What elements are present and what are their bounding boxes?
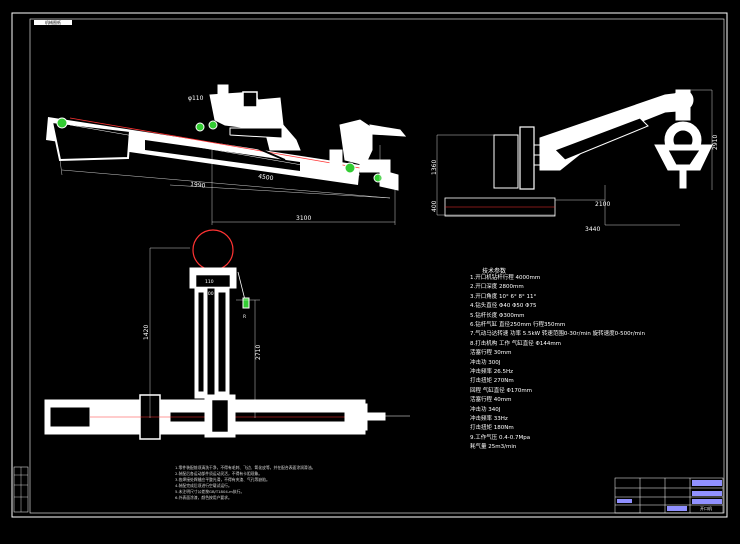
spec-line: 打击扭矩 180Nm <box>470 425 514 432</box>
note-line: 5.未注明尺寸公差按GB/T1804-m执行。 <box>175 489 245 494</box>
spec-line: 7.气动马达转速 功率 5.5kW 转速范围0-30r/min 旋转速度0-50… <box>470 331 646 338</box>
dim-110: 110 <box>205 279 214 285</box>
inner-frame <box>29 18 725 514</box>
dim-3440: 3440 <box>585 226 600 233</box>
note-line: 6.外表面涂漆，颜色按用户要求。 <box>175 495 232 500</box>
side-view-drill <box>46 84 407 191</box>
spec-line: 冲击功 300J <box>470 359 501 366</box>
spec-line: 5.钻杆长度 Φ300mm <box>470 312 525 319</box>
dim-r: R <box>243 314 246 320</box>
spec-line: 8.打击机构 工作 气缸直径 Φ144mm <box>470 340 562 347</box>
dim-phi110: φ110 <box>188 95 204 102</box>
top-view-dimensions <box>149 247 260 418</box>
spec-line: 活塞行程 30mm <box>470 350 512 357</box>
spec-line: 活塞行程 40mm <box>470 397 512 404</box>
dim-1990: 1990 <box>190 181 206 190</box>
spec-line: 冲击频率 33Hz <box>470 416 508 422</box>
dim-700: 700 <box>205 291 214 297</box>
spec-line: 耗气量 25m3/min <box>470 444 517 451</box>
title-block <box>614 477 724 514</box>
note-line: 2.装配后各运动部件须运动灵活，不得有卡阻现象。 <box>175 471 263 476</box>
note-line: 3.各焊接处焊缝应平整光滑，不得有夹渣、气孔等缺陷。 <box>175 477 270 482</box>
dim-2710: 2710 <box>255 345 262 360</box>
specs-title: 技术参数 <box>482 268 507 275</box>
spec-line: 9.工作气压 0.4-0.7Mpa <box>470 434 531 441</box>
spec-line: 冲击频率 26.5Hz <box>470 369 514 375</box>
dim-3100: 3100 <box>296 215 311 222</box>
spec-line: 2.开口深度 2800mm <box>470 284 524 291</box>
title-block-name: 开口机 <box>700 505 712 511</box>
note-line: 1.零件装配前须清洗干净，不得有毛刺、飞边、氧化皮等，并在配合表面涂润滑油。 <box>175 465 316 470</box>
front-view-dimensions <box>436 89 713 226</box>
front-view-arm <box>444 89 713 217</box>
dim-400: 400 <box>431 200 438 212</box>
note-line: 4.装配完成后须进行空载试运行。 <box>175 483 232 488</box>
dim-4500: 4500 <box>258 173 274 182</box>
frame-tag-text: 机械图纸 <box>45 19 61 25</box>
side-view-dimensions <box>59 145 396 225</box>
spec-line: 3.开口角度 10° 6° 8° 11° <box>470 293 537 300</box>
dim-1060: 1360 <box>431 160 438 175</box>
frame-tag-box <box>34 20 72 25</box>
spec-line: 冲击功 340J <box>470 406 501 413</box>
dim-2910: 2910 <box>712 135 719 150</box>
outer-frame <box>11 12 728 518</box>
spec-line: 打击扭矩 270Nm <box>470 378 514 385</box>
dim-2100: 2100 <box>595 201 610 208</box>
top-view-drill <box>44 229 410 440</box>
spec-line: 回程 气缸直径 Φ170mm <box>470 387 533 394</box>
spec-line: 6.钻杆气缸 直径250mm 行程350mm <box>470 322 566 328</box>
dim-1420: 1420 <box>143 325 150 340</box>
spec-line: 1.开口机钻杆行程 4000mm <box>470 275 541 281</box>
spec-line: 4.钻头直径 Φ40 Φ50 Φ75 <box>470 303 537 310</box>
